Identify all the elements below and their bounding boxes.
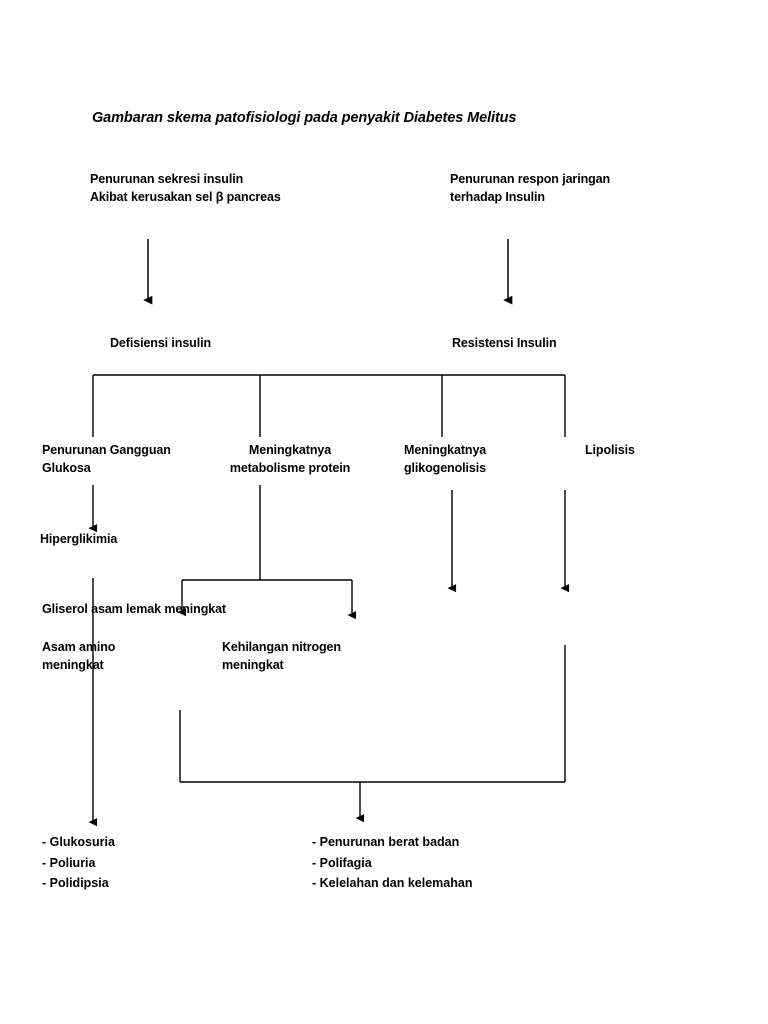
node-meningkatnya-metabolisme-protein: Meningkatnya metabolisme protein — [229, 443, 351, 475]
page-title: Gambaran skema patofisiologi pada penyak… — [92, 110, 517, 126]
node-penurunan-gangguan-glukosa: Penurunan Gangguan Glukosa — [42, 443, 171, 475]
node-gliserol-asam-lemak-meningkat: Gliserol asam lemak meningkat — [42, 602, 226, 616]
outcome-list-left: - Glukosuria - Poliuria - Polidipsia — [42, 835, 115, 890]
outcome-list-right: - Penurunan berat badan - Polifagia - Ke… — [312, 835, 473, 890]
node-resistensi-insulin: Resistensi Insulin — [452, 336, 557, 350]
node-defisiensi-insulin: Defisiensi insulin — [110, 336, 212, 350]
node-meningkatnya-glikogenolisis: Meningkatnya glikogenolisis — [404, 443, 487, 475]
node-penurunan-respon-jaringan: Penurunan respon jaringan terhadap Insul… — [450, 172, 611, 204]
node-kehilangan-nitrogen-meningkat: Kehilangan nitrogen meningkat — [222, 640, 341, 672]
node-penurunan-sekresi-insulin: Penurunan sekresi insulin Akibat kerusak… — [90, 172, 281, 204]
node-asam-amino-meningkat: Asam amino meningkat — [42, 640, 116, 672]
node-hiperglikimia: Hiperglikimia — [40, 532, 118, 546]
node-lipolisis: Lipolisis — [585, 443, 635, 457]
